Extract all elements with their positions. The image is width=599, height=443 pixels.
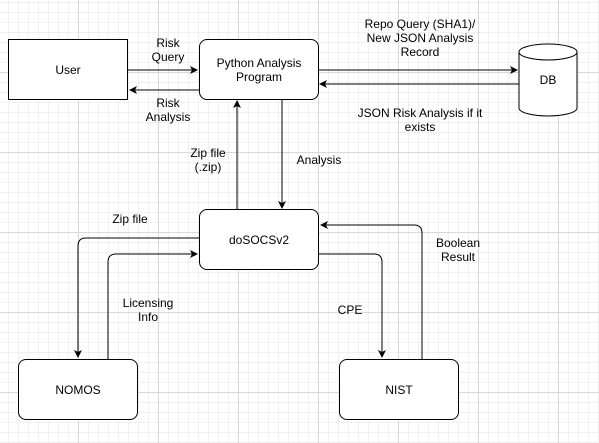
- dosocs-node[interactable]: doSOCSv2: [199, 209, 319, 270]
- edge-licensing-info: [107, 250, 198, 359]
- nomos-node[interactable]: NOMOS: [18, 359, 138, 420]
- zip-file-label: Zip file: [112, 212, 148, 226]
- user-node[interactable]: User: [8, 39, 128, 100]
- python-analysis-node[interactable]: Python Analysis Program: [199, 39, 319, 100]
- user-label: User: [55, 62, 81, 77]
- cpe-label: CPE: [337, 303, 363, 317]
- json-risk-label: JSON Risk Analysis if it exists: [357, 106, 483, 134]
- analysis-label: Analysis: [296, 153, 342, 167]
- licensing-info-label: Licensing Info: [122, 296, 174, 324]
- dosocs-label: doSOCSv2: [228, 232, 290, 247]
- edge-zip-file: [74, 237, 199, 358]
- boolean-result-label: Boolean Result: [435, 236, 481, 264]
- db-cylinder[interactable]: [518, 43, 578, 117]
- repo-query-label: Repo Query (SHA1)/ New JSON Analysis Rec…: [364, 17, 476, 59]
- python-analysis-label: Python Analysis Program: [216, 55, 302, 84]
- db-label: DB: [539, 73, 557, 87]
- nomos-label: NOMOS: [55, 382, 101, 397]
- risk-query-label: Risk Query: [151, 36, 185, 64]
- nist-label: NIST: [385, 382, 413, 397]
- edge-cpe: [319, 253, 386, 358]
- risk-analysis-label: Risk Analysis: [145, 96, 191, 124]
- edge-boolean-result: [320, 221, 423, 359]
- zip-file-zip-label: Zip file (.zip): [190, 146, 226, 174]
- nist-node[interactable]: NIST: [339, 359, 459, 420]
